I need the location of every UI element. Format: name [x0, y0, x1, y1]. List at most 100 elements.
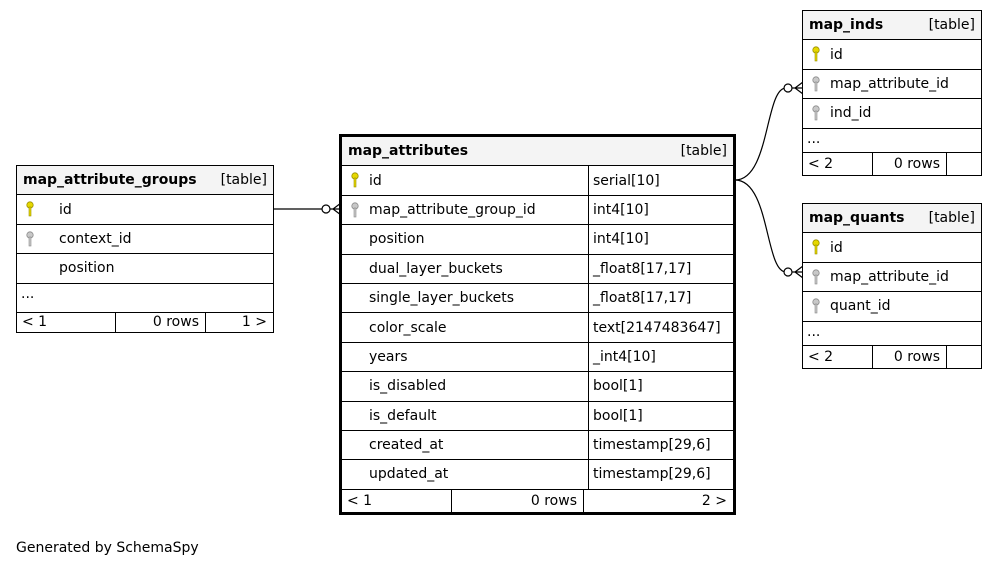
table-header[interactable]: map_quants [table]	[803, 204, 981, 234]
foreign-key-icon	[812, 298, 820, 314]
table-header[interactable]: map_attributes [table]	[342, 137, 733, 167]
table-footer: < 1 0 rows 2 >	[342, 489, 733, 512]
column-row[interactable]: map_attribute_group_id int4[10]	[342, 195, 733, 226]
table-header[interactable]: map_inds [table]	[803, 11, 981, 41]
column-row[interactable]: years _int4[10]	[342, 342, 733, 373]
column-row[interactable]: id	[803, 233, 981, 263]
column-type: int4[10]	[588, 195, 733, 225]
column-name: id	[830, 46, 843, 63]
table-footer: < 2 0 rows	[803, 152, 981, 175]
column-name: single_layer_buckets	[369, 290, 515, 307]
parents-link[interactable]: < 1	[347, 492, 373, 509]
relationship-attributes-to-quants	[734, 179, 804, 279]
foreign-key-icon	[812, 76, 820, 92]
foreign-key-icon	[26, 231, 34, 247]
row-count: 0 rows	[115, 312, 205, 332]
relationship-attributes-to-inds	[734, 81, 804, 181]
ellipsis: ...	[21, 285, 35, 302]
column-name: id	[830, 239, 843, 256]
column-name: id	[369, 172, 382, 189]
column-name: updated_at	[369, 466, 449, 483]
table-name[interactable]: map_attributes	[348, 143, 469, 160]
column-row[interactable]: updated_at timestamp[29,6]	[342, 460, 733, 490]
more-columns-row: ...	[803, 129, 981, 153]
column-row[interactable]: context_id	[17, 225, 273, 255]
table-map-quants[interactable]: map_quants [table] id map_attribute_id q…	[802, 203, 982, 369]
relationship-groups-to-attributes	[274, 202, 342, 216]
table-type: [table]	[928, 17, 975, 34]
table-header[interactable]: map_attribute_groups [table]	[17, 166, 273, 196]
table-type: [table]	[928, 210, 975, 227]
column-type: _float8[17,17]	[588, 283, 733, 313]
column-type: serial[10]	[588, 166, 733, 195]
column-row[interactable]: map_attribute_id	[803, 263, 981, 293]
table-map-attributes[interactable]: map_attributes [table] id serial[10] map…	[339, 134, 736, 515]
table-footer: < 1 0 rows 1 >	[17, 312, 273, 332]
column-name: map_attribute_id	[830, 75, 949, 92]
column-row[interactable]: id	[803, 40, 981, 70]
ellipsis: ...	[807, 323, 821, 340]
children-link[interactable]	[946, 152, 981, 175]
column-row[interactable]: id	[17, 195, 273, 225]
column-name: position	[59, 260, 115, 277]
column-name: years	[369, 348, 408, 365]
column-name: is_default	[369, 407, 437, 424]
column-type: _float8[17,17]	[588, 254, 733, 283]
column-row[interactable]: is_disabled bool[1]	[342, 372, 733, 402]
foreign-key-icon	[812, 269, 820, 285]
column-row[interactable]: position int4[10]	[342, 225, 733, 255]
table-map-attribute-groups[interactable]: map_attribute_groups [table] id context_…	[16, 165, 274, 333]
column-row[interactable]: quant_id	[803, 292, 981, 322]
more-columns-row: ...	[17, 284, 273, 313]
column-name: map_attribute_group_id	[369, 201, 536, 218]
foreign-key-icon	[351, 202, 359, 218]
column-type: int4[10]	[588, 225, 733, 254]
column-name: is_disabled	[369, 378, 447, 395]
column-type: bool[1]	[588, 401, 733, 430]
column-name: quant_id	[830, 298, 891, 315]
generated-by-credit: Generated by SchemaSpy	[16, 540, 199, 556]
column-name: context_id	[59, 230, 132, 247]
column-row[interactable]: ind_id	[803, 99, 981, 129]
column-name: id	[59, 201, 72, 218]
column-type: _int4[10]	[588, 342, 733, 372]
column-row[interactable]: single_layer_buckets _float8[17,17]	[342, 283, 733, 314]
parents-link[interactable]: < 2	[808, 155, 834, 172]
children-link[interactable]	[946, 345, 981, 368]
children-link[interactable]: 2 >	[583, 489, 733, 512]
column-row[interactable]: is_default bool[1]	[342, 401, 733, 431]
more-columns-row: ...	[803, 322, 981, 346]
column-name: created_at	[369, 437, 444, 454]
column-type: text[2147483647]	[588, 313, 733, 342]
column-name: dual_layer_buckets	[369, 260, 503, 277]
column-row[interactable]: color_scale text[2147483647]	[342, 313, 733, 343]
column-row[interactable]: position	[17, 254, 273, 284]
table-type: [table]	[220, 172, 267, 189]
column-row[interactable]: map_attribute_id	[803, 70, 981, 100]
table-name[interactable]: map_quants	[809, 210, 905, 227]
column-name: position	[369, 231, 425, 248]
foreign-key-icon	[812, 105, 820, 121]
column-row[interactable]: id serial[10]	[342, 166, 733, 196]
column-type: timestamp[29,6]	[588, 460, 733, 489]
column-name: ind_id	[830, 105, 872, 122]
column-row[interactable]: dual_layer_buckets _float8[17,17]	[342, 254, 733, 284]
children-link[interactable]: 1 >	[205, 312, 273, 332]
primary-key-icon	[812, 46, 820, 62]
primary-key-icon	[812, 239, 820, 255]
column-name: map_attribute_id	[830, 268, 949, 285]
column-row[interactable]: created_at timestamp[29,6]	[342, 430, 733, 461]
row-count: 0 rows	[872, 345, 946, 368]
parents-link[interactable]: < 2	[808, 348, 834, 365]
primary-key-icon	[26, 201, 34, 217]
table-name[interactable]: map_inds	[809, 17, 884, 34]
row-count: 0 rows	[872, 152, 946, 175]
table-footer: < 2 0 rows	[803, 345, 981, 368]
ellipsis: ...	[807, 130, 821, 147]
column-name: color_scale	[369, 319, 447, 336]
parents-link[interactable]: < 1	[22, 314, 48, 331]
table-name[interactable]: map_attribute_groups	[23, 172, 197, 189]
table-map-inds[interactable]: map_inds [table] id map_attribute_id ind…	[802, 10, 982, 176]
column-type: bool[1]	[588, 372, 733, 401]
